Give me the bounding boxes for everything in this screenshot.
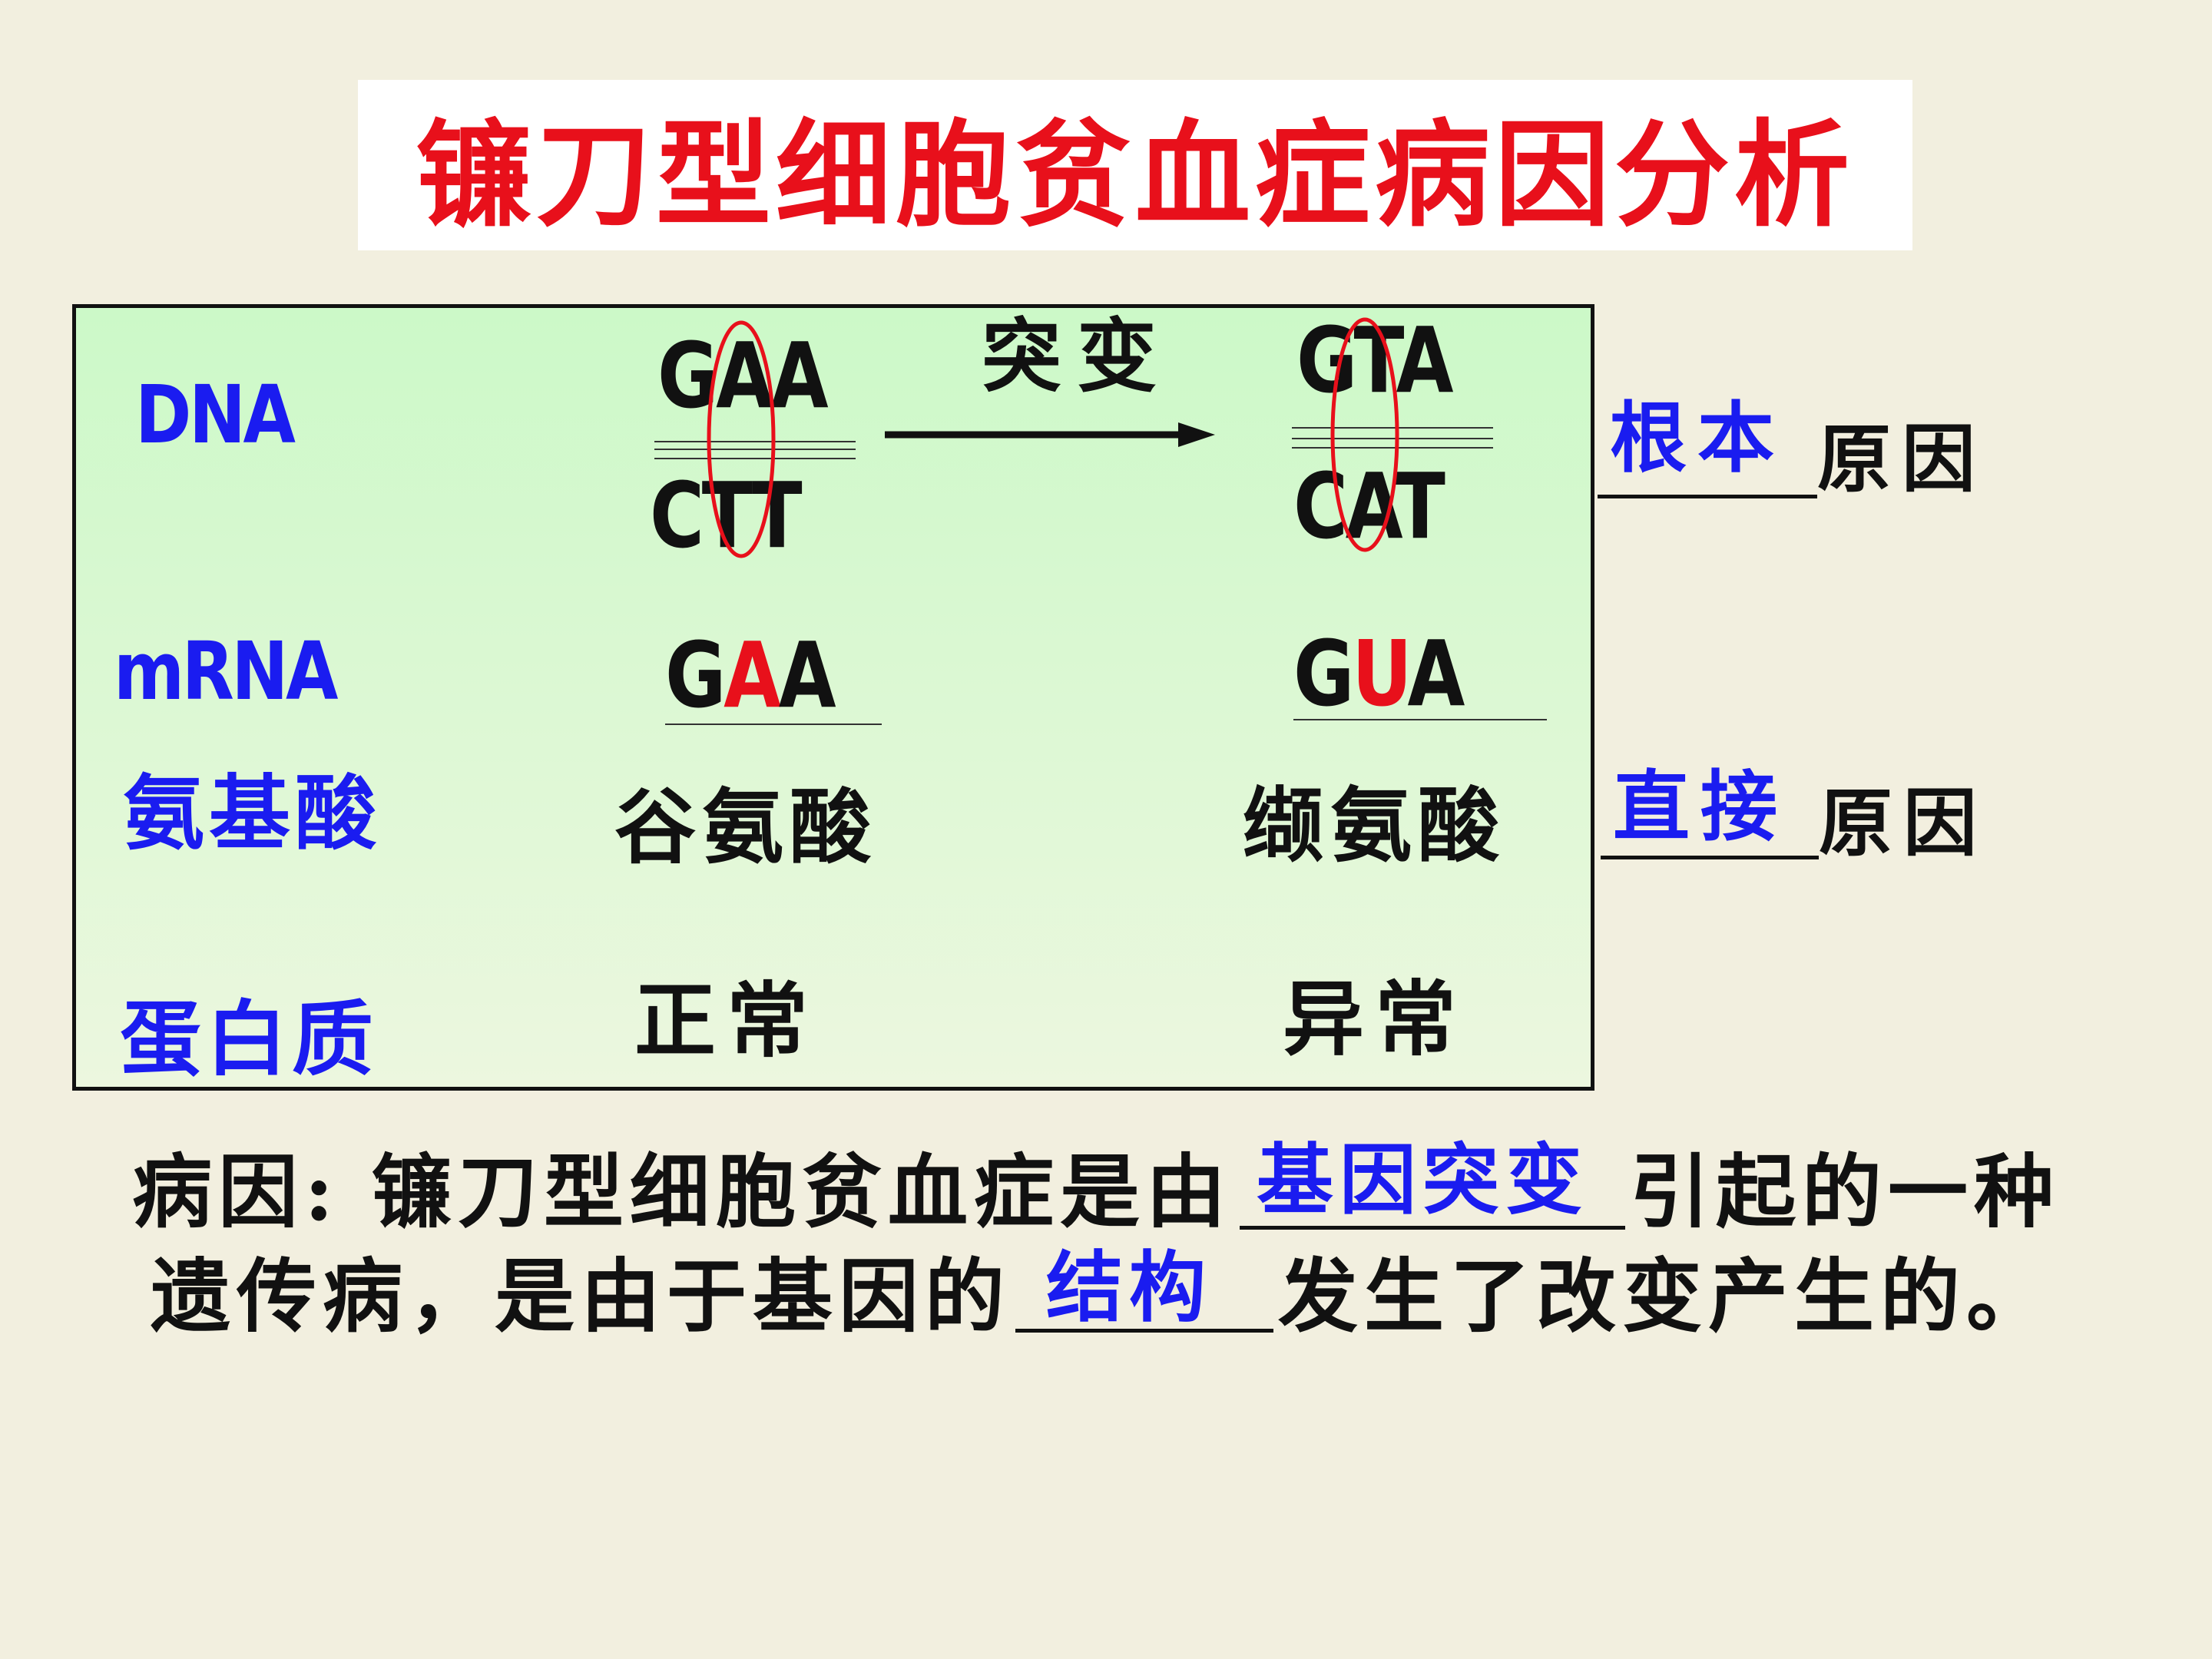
dna-mutant-top-strand: GTA [1296, 307, 1454, 413]
mrna-mutant-base-1: G [1293, 621, 1354, 727]
row-label-protein: 蛋白质 [120, 991, 378, 1087]
dna-normal-top-strand: GAA [657, 323, 829, 429]
mrna-mutant-changed-base: U [1352, 621, 1410, 727]
summary-line1-after: 引起的一种 [1630, 1144, 2061, 1239]
dna-mutant-bottom-strand: CAT [1293, 453, 1445, 559]
amino-acid-mutant: 缬氨酸 [1243, 777, 1505, 873]
title-box: 镰刀型细胞贫血症病因分析 [358, 80, 1912, 250]
amino-acid-normal: 谷氨酸 [614, 779, 877, 875]
summary-line2-before: 遗传病，是由于基因的 [151, 1249, 1012, 1343]
protein-mutant: 异常 [1283, 971, 1467, 1067]
summary-label: 病因: [132, 1144, 340, 1239]
row-label-amino-acid: 氨基酸 [123, 765, 381, 861]
summary-line2-after: 发生了改变产生的。 [1278, 1249, 2053, 1343]
summary-answer-gene-mutation: 基因突变 [1257, 1134, 1588, 1225]
dna-mutant-bond-line [1292, 438, 1493, 439]
dna-mutant-bond-line [1292, 427, 1493, 429]
summary-blank-2 [1015, 1329, 1273, 1333]
direct-cause-suffix: 原因 [1819, 780, 1988, 866]
mrna-mutant-codon: GUA [1293, 628, 1465, 719]
mrna-mutant-base-3: A [1407, 621, 1465, 727]
dna-normal-bond-line [654, 458, 856, 459]
summary-line1-before: 镰刀型细胞贫血症是由 [372, 1144, 1233, 1239]
root-cause-blank [1598, 495, 1817, 498]
direct-cause-blank [1601, 856, 1819, 859]
mutation-highlight-circle [707, 320, 776, 558]
root-cause-suffix: 原因 [1817, 416, 1986, 502]
mrna-normal-underline [665, 724, 882, 725]
mrna-mutant-underline [1293, 719, 1547, 720]
page-title: 镰刀型细胞贫血症病因分析 [416, 107, 1854, 243]
protein-normal: 正常 [634, 972, 819, 1068]
mrna-normal-changed-base: A [724, 622, 781, 728]
direct-cause-answer: 直接 [1613, 761, 1788, 852]
dna-normal-bond-line [654, 449, 856, 450]
mutation-label: 突变 [982, 309, 1173, 403]
summary-blank-1 [1240, 1226, 1625, 1230]
row-label-dna: DNA [135, 368, 296, 462]
root-cause-answer: 根本 [1610, 392, 1785, 483]
dna-normal-bond-line [654, 441, 856, 442]
mutation-arrow [885, 422, 1215, 447]
dna-mutant-bond-line [1292, 447, 1493, 449]
analysis-panel [72, 304, 1594, 1091]
summary-answer-structure: 结构 [1046, 1242, 1212, 1333]
mrna-normal-base-3: A [778, 622, 836, 728]
mrna-normal-codon: GAA [665, 630, 836, 720]
row-label-mrna: mRNA [114, 624, 338, 718]
mrna-normal-base-1: G [665, 622, 726, 728]
mutation-highlight-circle [1330, 317, 1399, 552]
